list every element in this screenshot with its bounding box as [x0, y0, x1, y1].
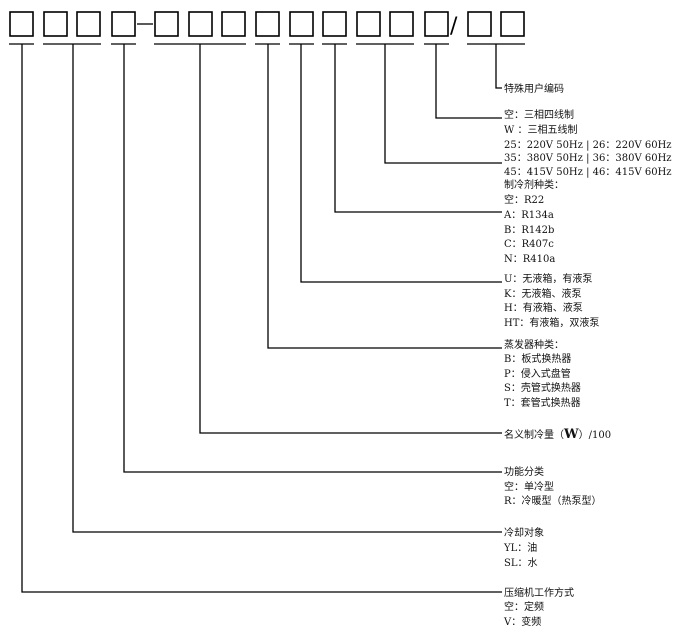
label-function-2: R：冷暖型（热泵型）: [504, 494, 602, 507]
leader-refrigerant: [334, 44, 502, 213]
leader-compressor: [21, 44, 502, 593]
label-compressor-title: 压缩机工作方式: [504, 586, 574, 599]
code-box-refrigerant: [322, 11, 347, 37]
label-object-1: YL：油: [503, 541, 537, 554]
label-refrigerant-1: 空：R22: [504, 193, 544, 206]
label-compressor-2: V：变频: [503, 615, 541, 628]
label-tank-1: U：无液箱，有液泵: [504, 272, 592, 285]
label-refrigerant-3: B：R142b: [504, 225, 554, 236]
label-capacity-suffix: ）/100: [579, 429, 611, 441]
label-refrigerant-5: N：R410a: [504, 254, 555, 265]
label-refrigerant-4: C：R407c: [504, 239, 554, 250]
group-tank: U：无液箱，有液泵 K：无液箱、液泵 H：有液箱、液泵 HT：有液箱，双液泵: [504, 272, 599, 329]
label-compressor-1: 空：定频: [504, 600, 544, 613]
leader-power-supply: [384, 44, 502, 164]
group-power: 空：三相四线制 W ：三相五线制 25：220V 50Hz | 26：220V …: [504, 108, 672, 178]
code-box-capacity-1: [154, 11, 179, 37]
code-boxes: [9, 11, 525, 37]
label-tank-2: K：无液箱、液泵: [504, 287, 581, 300]
group-object: 冷却对象 YL：油 SL：水: [503, 526, 544, 569]
group-capacity: 名义制冷量（W）/100: [504, 427, 611, 442]
code-box-capacity-2: [188, 11, 213, 37]
label-power-4: 35：380V 50Hz | 36：380V 60Hz: [504, 153, 672, 164]
group-compressor: 压缩机工作方式 空：定频 V：变频: [503, 586, 574, 628]
label-power-2: W ：三相五线制: [504, 123, 577, 136]
code-box-special-1: [467, 11, 492, 37]
group-refrigerant: 制冷剂种类： 空：R22 A：R134a B：R142b C：R407c N：R…: [503, 178, 564, 265]
code-box-object-2: [76, 11, 101, 37]
label-special-title: 特殊用户编码: [504, 82, 564, 95]
code-box-function: [111, 11, 136, 37]
label-capacity-unit: W: [563, 427, 579, 442]
code-box-tank: [289, 11, 314, 37]
code-box-power-2: [389, 11, 414, 37]
code-box-object-1: [43, 11, 68, 37]
code-box-compressor: [9, 11, 34, 37]
leader-lines: [21, 44, 502, 593]
label-evaporator-3: S：壳管式换热器: [504, 381, 581, 394]
label-function-1: 空：单冷型: [504, 480, 554, 493]
leader-power-wiring: [435, 44, 502, 119]
leader-tank: [300, 44, 502, 283]
code-slash: /: [450, 14, 458, 39]
label-tank-3: H：有液箱、液泵: [504, 301, 583, 314]
svg-text:名义制冷量（W）/100: 名义制冷量（W）/100: [504, 427, 611, 442]
group-function: 功能分类 空：单冷型 R：冷暖型（热泵型）: [504, 465, 602, 507]
code-box-special-2: [500, 11, 525, 37]
label-refrigerant-title: 制冷剂种类：: [504, 178, 564, 191]
label-capacity-prefix: 名义制冷量（: [504, 428, 564, 441]
code-box-evaporator: [255, 11, 280, 37]
label-power-1: 空：三相四线制: [504, 108, 574, 121]
leader-object: [72, 44, 502, 533]
label-object-title: 冷却对象: [504, 526, 544, 539]
label-evaporator-1: B：板式换热器: [504, 352, 571, 365]
label-refrigerant-2: A：R134a: [503, 210, 554, 221]
code-box-power-3: [424, 11, 449, 37]
label-object-2: SL：水: [504, 557, 538, 569]
label-function-title: 功能分类: [504, 465, 544, 478]
label-evaporator-title: 蒸发器种类：: [504, 338, 564, 351]
group-special: 特殊用户编码: [504, 82, 564, 95]
label-tank-4: HT：有液箱，双液泵: [504, 316, 599, 329]
group-evaporator: 蒸发器种类： B：板式换热器 P：侵入式盘管 S：壳管式换热器 T：套管式换热器: [504, 338, 581, 409]
code-box-power-1: [356, 11, 381, 37]
leader-function: [123, 44, 502, 473]
label-power-5: 45：415V 50Hz | 46：415V 60Hz: [504, 167, 672, 178]
leader-special: [495, 44, 502, 89]
leader-capacity: [199, 44, 502, 434]
label-evaporator-2: P：侵入式盘管: [504, 367, 571, 380]
leader-evaporator: [267, 44, 502, 349]
label-power-3: 25：220V 50Hz | 26：220V 60Hz: [504, 140, 672, 151]
code-box-capacity-3: [221, 11, 246, 37]
label-evaporator-4: T：套管式换热器: [504, 396, 581, 409]
